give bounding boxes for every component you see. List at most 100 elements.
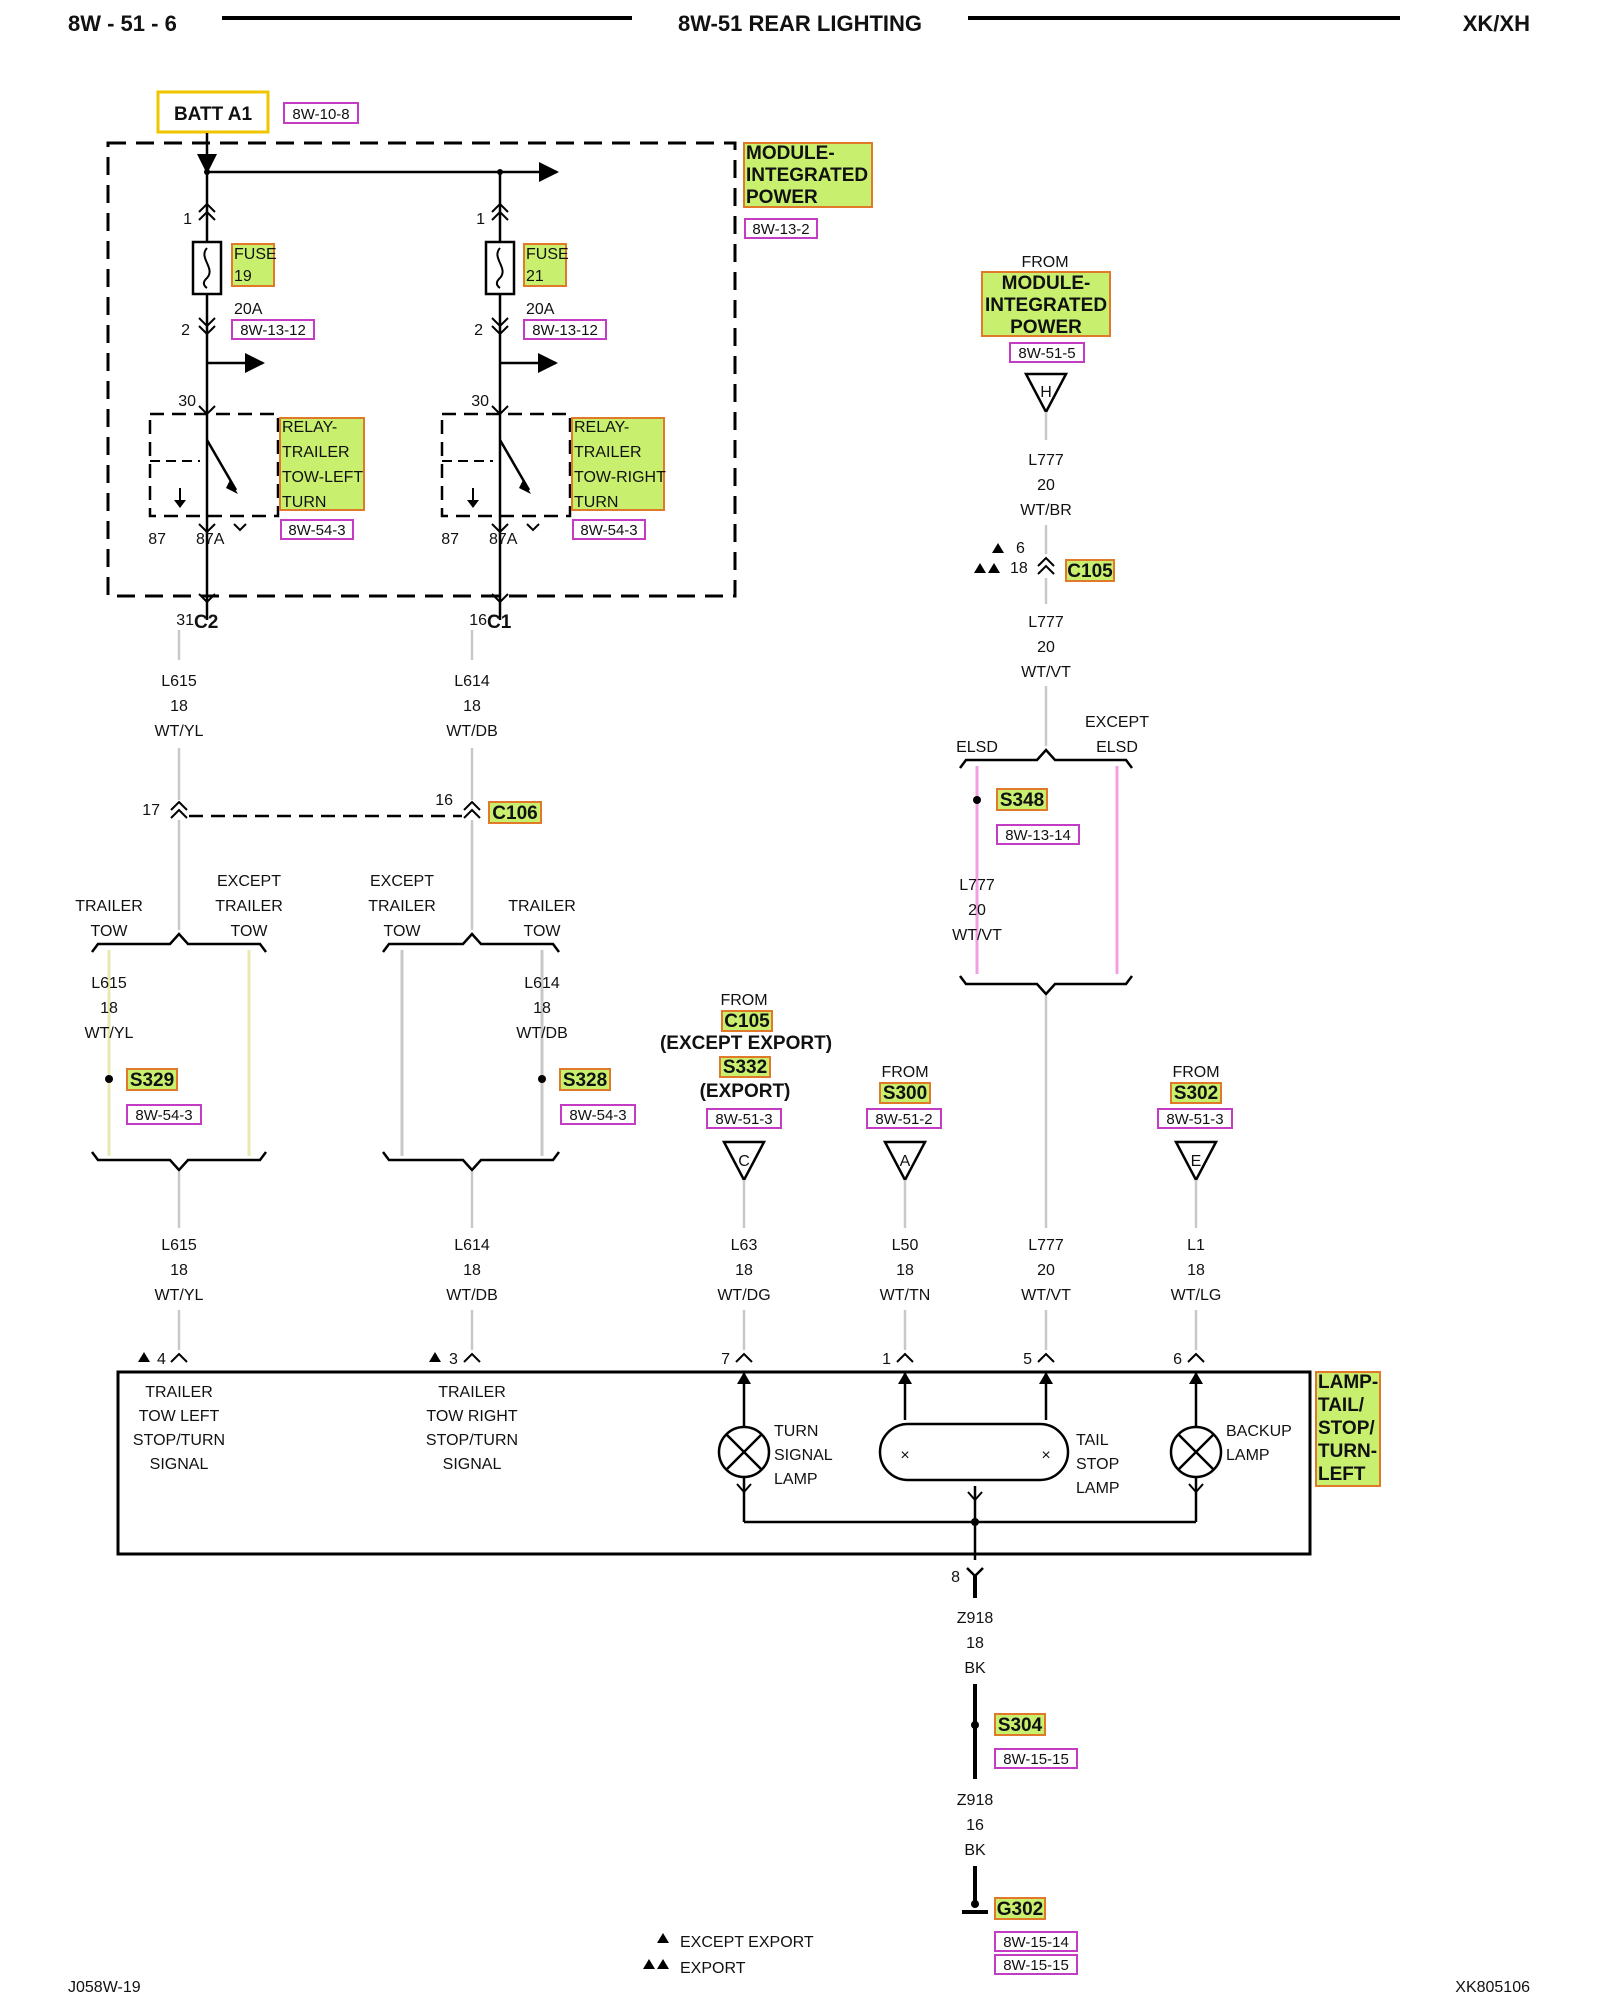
svg-text:18: 18 bbox=[170, 698, 188, 715]
svg-text:MODULE-: MODULE- bbox=[1002, 273, 1091, 294]
legend: EXCEPT EXPORT EXPORT bbox=[643, 1933, 814, 1977]
svg-text:TRAILER: TRAILER bbox=[215, 898, 283, 915]
fuse21-l1: FUSE bbox=[526, 246, 569, 263]
svg-text:STOP: STOP bbox=[1076, 1456, 1119, 1473]
mip-ref[interactable]: 8W-13-2 bbox=[752, 221, 809, 238]
svg-text:Z918: Z918 bbox=[957, 1610, 994, 1627]
relay-right-ref[interactable]: 8W-54-3 bbox=[580, 522, 637, 539]
svg-text:SIGNAL: SIGNAL bbox=[774, 1447, 833, 1464]
wire-l1: L1 18 WT/LG bbox=[1171, 1237, 1222, 1304]
from-c105-connector: C bbox=[738, 1153, 750, 1170]
svg-text:INTEGRATED: INTEGRATED bbox=[985, 295, 1107, 316]
s304-ref[interactable]: 8W-15-15 bbox=[1003, 1751, 1069, 1768]
svg-text:TRAILER: TRAILER bbox=[438, 1384, 506, 1401]
g302-ref-2[interactable]: 8W-15-15 bbox=[1003, 1957, 1069, 1974]
svg-text:TURN: TURN bbox=[774, 1423, 818, 1440]
svg-text:WT/VT: WT/VT bbox=[1021, 1287, 1071, 1304]
splice-s328: S328 8W-54-3 bbox=[538, 1068, 636, 1125]
tail-stop-lamp-label: TAIL STOP LAMP bbox=[1076, 1432, 1120, 1497]
relay-left-l2: TRAILER bbox=[282, 444, 350, 461]
s348-label: S348 bbox=[1000, 790, 1044, 811]
c106-pin-right: 16 bbox=[435, 792, 453, 809]
s328-ref[interactable]: 8W-54-3 bbox=[569, 1107, 626, 1124]
c1-pin: 16 bbox=[469, 612, 487, 629]
batt-ref[interactable]: 8W-10-8 bbox=[292, 106, 349, 123]
relay-left-pin87a: 87A bbox=[196, 531, 225, 548]
svg-text:WT/DG: WT/DG bbox=[717, 1287, 770, 1304]
fuse-19: 1 FUSE 19 20A 8W-13-12 2 bbox=[181, 202, 315, 340]
svg-text:POWER: POWER bbox=[1010, 317, 1082, 338]
wire-l614-lower: L614 18 WT/DB bbox=[446, 1237, 498, 1304]
backup-lamp-label: BACKUP LAMP bbox=[1226, 1423, 1292, 1464]
relay-trailer-tow-right-turn: 30 87 87A RELAY- TRAILER TOW-RIGHT TURN … bbox=[440, 393, 666, 548]
page-number: 8W - 51 - 6 bbox=[68, 11, 177, 36]
lamp-pin-6: 6 bbox=[1173, 1351, 1182, 1368]
relay-left-ref[interactable]: 8W-54-3 bbox=[288, 522, 345, 539]
fuse19-l1: FUSE bbox=[234, 246, 277, 263]
svg-text:(EXCEPT EXPORT): (EXCEPT EXPORT) bbox=[660, 1033, 832, 1054]
svg-text:FROM: FROM bbox=[1172, 1064, 1219, 1081]
svg-text:FROM: FROM bbox=[1021, 254, 1068, 271]
svg-text:L63: L63 bbox=[731, 1237, 758, 1254]
relay-right-l3: TOW-RIGHT bbox=[574, 469, 666, 486]
svg-text:TOW LEFT: TOW LEFT bbox=[139, 1408, 220, 1425]
s328-label: S328 bbox=[563, 1070, 607, 1091]
s348-ref[interactable]: 8W-13-14 bbox=[1005, 827, 1071, 844]
lamp-connector-pins: 4 3 7 1 5 6 bbox=[138, 1351, 1205, 1368]
fuse19-l2: 19 bbox=[234, 268, 252, 285]
s329-ref[interactable]: 8W-54-3 bbox=[135, 1107, 192, 1124]
legend-except-export: EXCEPT EXPORT bbox=[680, 1934, 814, 1951]
connector-c1: 16 C1 bbox=[469, 593, 512, 633]
s329-label: S329 bbox=[130, 1070, 174, 1091]
svg-text:SIGNAL: SIGNAL bbox=[150, 1456, 209, 1473]
s302-label: S302 bbox=[1174, 1083, 1218, 1104]
from-c105-ref[interactable]: 8W-51-3 bbox=[715, 1111, 772, 1128]
batt-label: BATT A1 bbox=[174, 104, 253, 125]
svg-text:18: 18 bbox=[533, 1000, 551, 1017]
svg-text:L777: L777 bbox=[959, 877, 995, 894]
svg-text:20: 20 bbox=[1037, 639, 1055, 656]
svg-text:WT/LG: WT/LG bbox=[1171, 1287, 1222, 1304]
svg-text:TRAILER: TRAILER bbox=[368, 898, 436, 915]
c105-label: C105 bbox=[1067, 561, 1113, 582]
svg-text:L615: L615 bbox=[161, 1237, 197, 1254]
from-s300-ref[interactable]: 8W-51-2 bbox=[875, 1111, 932, 1128]
svg-text:×: × bbox=[1041, 1447, 1050, 1464]
svg-text:L614: L614 bbox=[454, 673, 490, 690]
svg-text:WT/VT: WT/VT bbox=[952, 927, 1002, 944]
wire-l777-vt-upper: L777 20 WT/VT bbox=[1021, 614, 1071, 681]
svg-text:C105: C105 bbox=[724, 1011, 770, 1032]
from-s302-connector: E bbox=[1191, 1153, 1202, 1170]
from-c105-s332: FROM C105 (EXCEPT EXPORT) S332 (EXPORT) … bbox=[660, 992, 832, 1183]
relay-left-l1: RELAY- bbox=[282, 419, 337, 436]
svg-text:18: 18 bbox=[170, 1262, 188, 1279]
svg-text:WT/YL: WT/YL bbox=[85, 1025, 134, 1042]
svg-text:BACKUP: BACKUP bbox=[1226, 1423, 1292, 1440]
splice-s329: S329 8W-54-3 bbox=[105, 1068, 202, 1125]
lamp-pin-3: 3 bbox=[449, 1351, 458, 1368]
lamp-pin-1: 1 bbox=[882, 1351, 891, 1368]
svg-text:18: 18 bbox=[896, 1262, 914, 1279]
svg-text:TOW: TOW bbox=[230, 923, 268, 940]
svg-text:SIGNAL: SIGNAL bbox=[443, 1456, 502, 1473]
relay-right-l1: RELAY- bbox=[574, 419, 629, 436]
svg-text:(EXPORT): (EXPORT) bbox=[700, 1081, 791, 1102]
footer-left: J058W-19 bbox=[68, 1979, 141, 1996]
fuse19-ref[interactable]: 8W-13-12 bbox=[240, 322, 306, 339]
page-title: 8W-51 REAR LIGHTING bbox=[678, 11, 922, 36]
svg-text:18: 18 bbox=[735, 1262, 753, 1279]
from-s302-ref[interactable]: 8W-51-3 bbox=[1166, 1111, 1223, 1128]
g302-ref-1[interactable]: 8W-15-14 bbox=[1003, 1934, 1069, 1951]
svg-text:ELSD: ELSD bbox=[956, 739, 998, 756]
lamp-pin-4: 4 bbox=[157, 1351, 166, 1368]
fuse21-ref[interactable]: 8W-13-12 bbox=[532, 322, 598, 339]
svg-text:WT/YL: WT/YL bbox=[155, 723, 204, 740]
svg-text:FROM: FROM bbox=[720, 992, 767, 1009]
svg-text:L614: L614 bbox=[454, 1237, 490, 1254]
from-mip-ref[interactable]: 8W-51-5 bbox=[1018, 345, 1075, 362]
svg-text:TURN-: TURN- bbox=[1318, 1441, 1377, 1462]
relay-right-l2: TRAILER bbox=[574, 444, 642, 461]
svg-text:FROM: FROM bbox=[881, 1064, 928, 1081]
lamp-pin-5: 5 bbox=[1023, 1351, 1032, 1368]
c2-pin: 31 bbox=[176, 612, 194, 629]
